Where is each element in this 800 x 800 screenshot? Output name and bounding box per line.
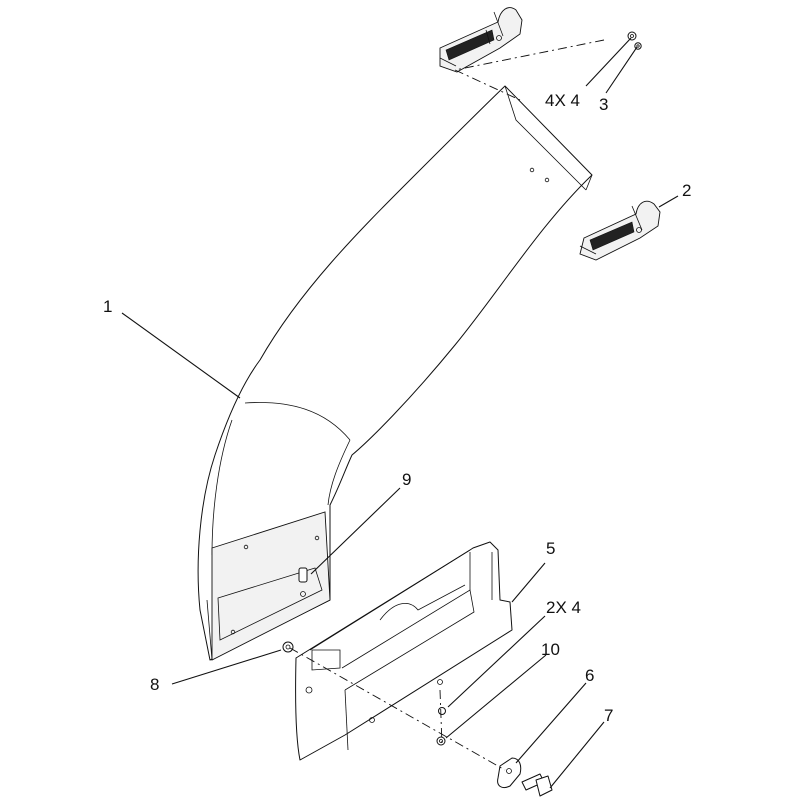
callout-7: 7 [604,706,613,725]
latch-part-2 [579,200,661,261]
assembly-axis-upper [454,39,605,101]
callout-1: 1 [103,297,112,316]
callout-9: 9 [402,470,411,489]
leader-lines [121,37,679,789]
bolt-part-7 [521,773,553,797]
clamp-part-6 [497,757,522,789]
washer-part-4-lower [438,707,446,715]
callout-3: 3 [599,95,608,114]
bolt-part-9 [298,567,308,597]
callout-8: 8 [150,675,159,694]
callout-2x4: 2X 4 [546,598,581,617]
callout-4x4: 4X 4 [545,91,580,110]
callout-2: 2 [682,181,691,200]
nut-part-10 [436,736,446,746]
assembly-axis-lower [289,647,506,771]
deflector-plate [295,541,513,761]
discharge-chute [197,85,593,661]
washer-part-4 [627,31,637,41]
callout-6: 6 [585,666,594,685]
assembly-axis-vertical [439,689,443,746]
callout-10: 10 [541,640,560,659]
nut-part-8 [282,641,294,653]
callout-5: 5 [546,539,555,558]
latch-assembly-upper [439,7,523,73]
